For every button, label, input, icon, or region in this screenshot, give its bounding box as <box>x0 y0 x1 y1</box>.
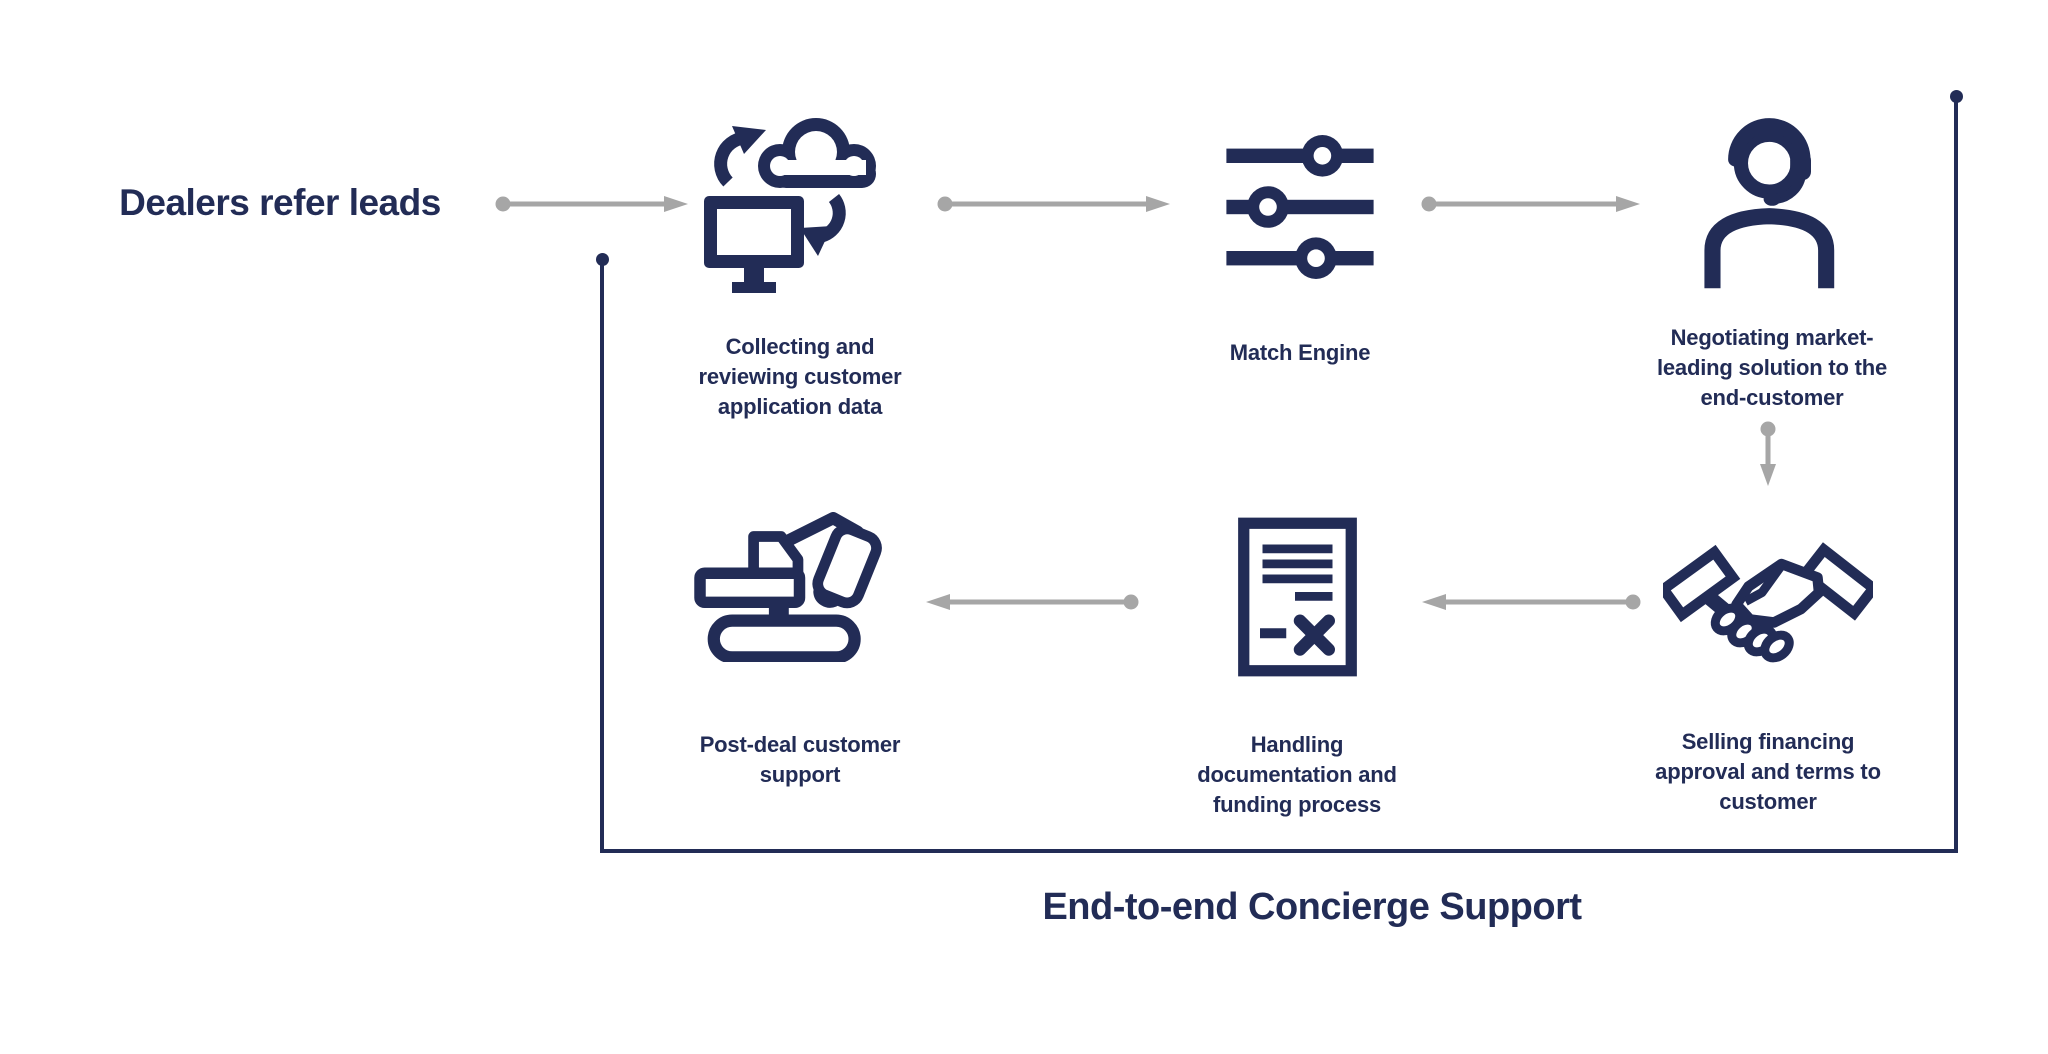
bracket-title: End-to-end Concierge Support <box>1042 886 1582 928</box>
arrow-collecting-to-match <box>937 196 1170 212</box>
step-label-match-engine: Match Engine <box>1229 340 1371 365</box>
step-label-selling: Selling financing approval and terms to … <box>1655 729 1881 814</box>
handshake-icon <box>1663 542 1873 663</box>
bracket-bottom-line <box>600 849 1958 853</box>
step-label-documentation: Handling documentation and funding proce… <box>1197 732 1397 817</box>
arrow-negotiating-to-selling <box>1760 421 1776 486</box>
bracket-end-dot <box>1950 90 1963 103</box>
arrow-match-to-negotiating <box>1421 196 1640 212</box>
arrow-leads-to-collecting <box>495 196 688 212</box>
cloud-sync-monitor-icon <box>704 118 876 293</box>
sliders-icon <box>1226 135 1374 279</box>
arrow-documentation-to-postdeal <box>926 594 1139 610</box>
bracket-left-line <box>600 258 604 852</box>
step-label-post-deal: Post-deal customer support <box>699 732 901 787</box>
step-label-negotiating: Negotiating market- leading solution to … <box>1656 325 1888 410</box>
support-agent-icon <box>1704 118 1835 289</box>
step-label-collecting: Collecting and reviewing customer applic… <box>698 334 902 419</box>
lead-in-label: Dealers refer leads <box>119 182 441 223</box>
bracket-right-line <box>1954 95 1958 852</box>
arrow-selling-to-documentation <box>1422 594 1641 610</box>
document-rejected-icon <box>1238 517 1357 677</box>
excavator-icon <box>694 512 882 662</box>
